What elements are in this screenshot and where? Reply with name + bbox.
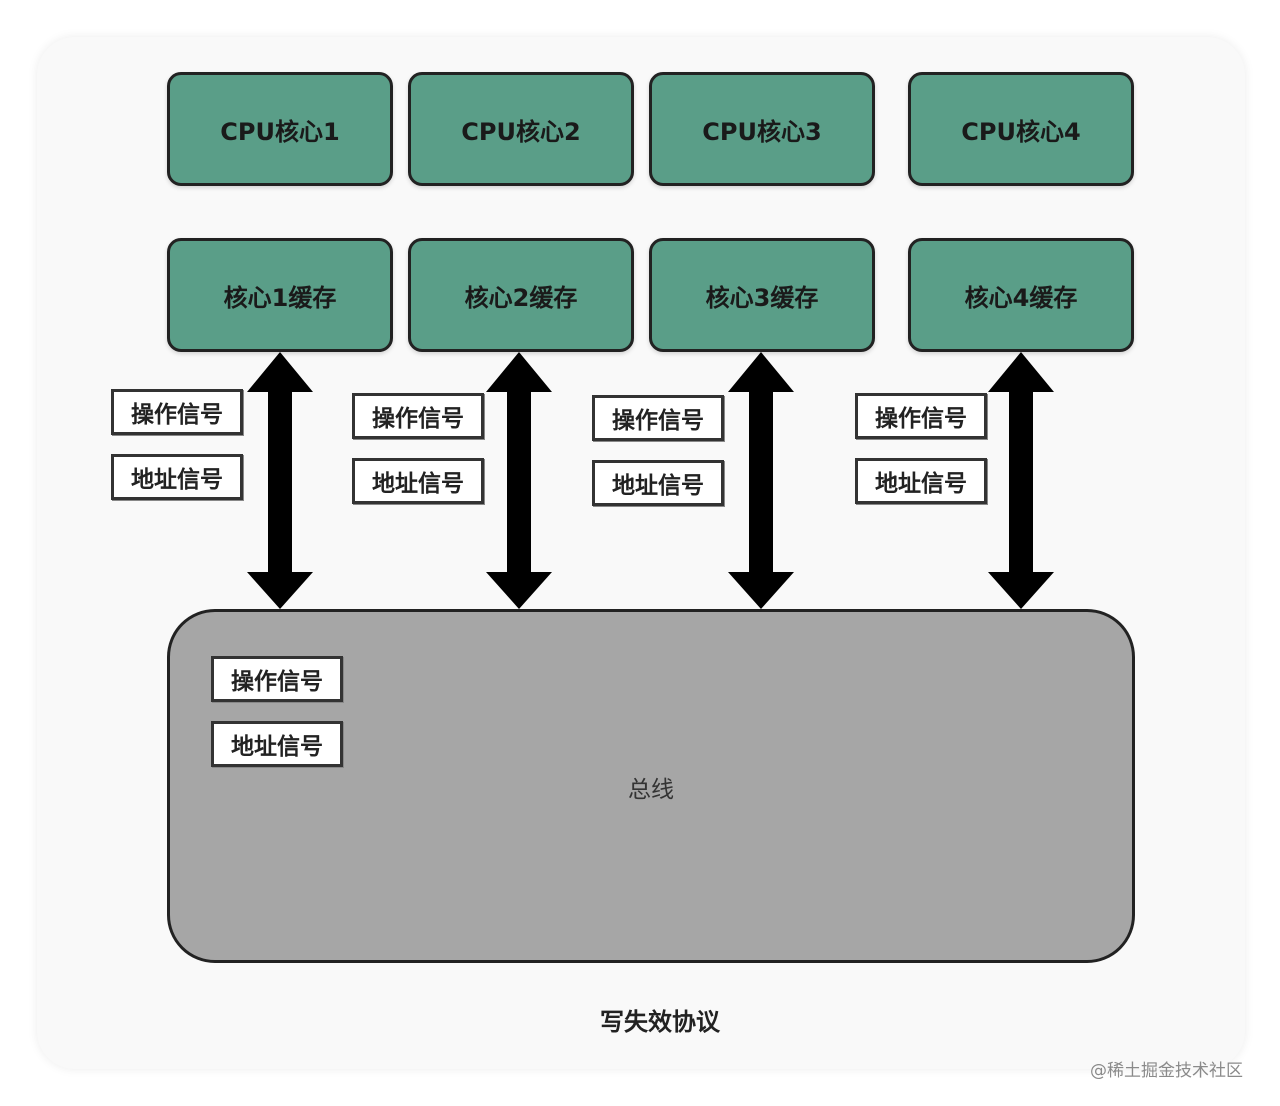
core-cache-4: 核心4缓存 xyxy=(908,238,1134,352)
address-signal-2: 地址信号 xyxy=(352,458,484,504)
cpu-core-3: CPU核心3 xyxy=(649,72,875,186)
arrow-core-1 xyxy=(247,352,313,609)
cpu-core-2: CPU核心2 xyxy=(408,72,634,186)
operation-signal-1: 操作信号 xyxy=(111,389,243,435)
operation-signal-2: 操作信号 xyxy=(352,393,484,439)
watermark: @稀土掘金技术社区 xyxy=(1090,1061,1243,1081)
core-cache-2: 核心2缓存 xyxy=(408,238,634,352)
cpu-core-1: CPU核心1 xyxy=(167,72,393,186)
operation-signal-4: 操作信号 xyxy=(855,393,987,439)
address-signal-1: 地址信号 xyxy=(111,454,243,500)
core-cache-1: 核心1缓存 xyxy=(167,238,393,352)
bus-operation-signal: 操作信号 xyxy=(211,656,343,702)
core-cache-3: 核心3缓存 xyxy=(649,238,875,352)
address-signal-4: 地址信号 xyxy=(855,458,987,504)
bus-address-signal: 地址信号 xyxy=(211,721,343,767)
operation-signal-3: 操作信号 xyxy=(592,395,724,441)
diagram-caption: 写失效协议 xyxy=(600,1008,720,1036)
cpu-core-4: CPU核心4 xyxy=(908,72,1134,186)
arrow-core-2 xyxy=(486,352,552,609)
bus-label: 总线 xyxy=(628,777,674,803)
arrow-core-4 xyxy=(988,352,1054,609)
arrow-core-3 xyxy=(728,352,794,609)
address-signal-3: 地址信号 xyxy=(592,460,724,506)
